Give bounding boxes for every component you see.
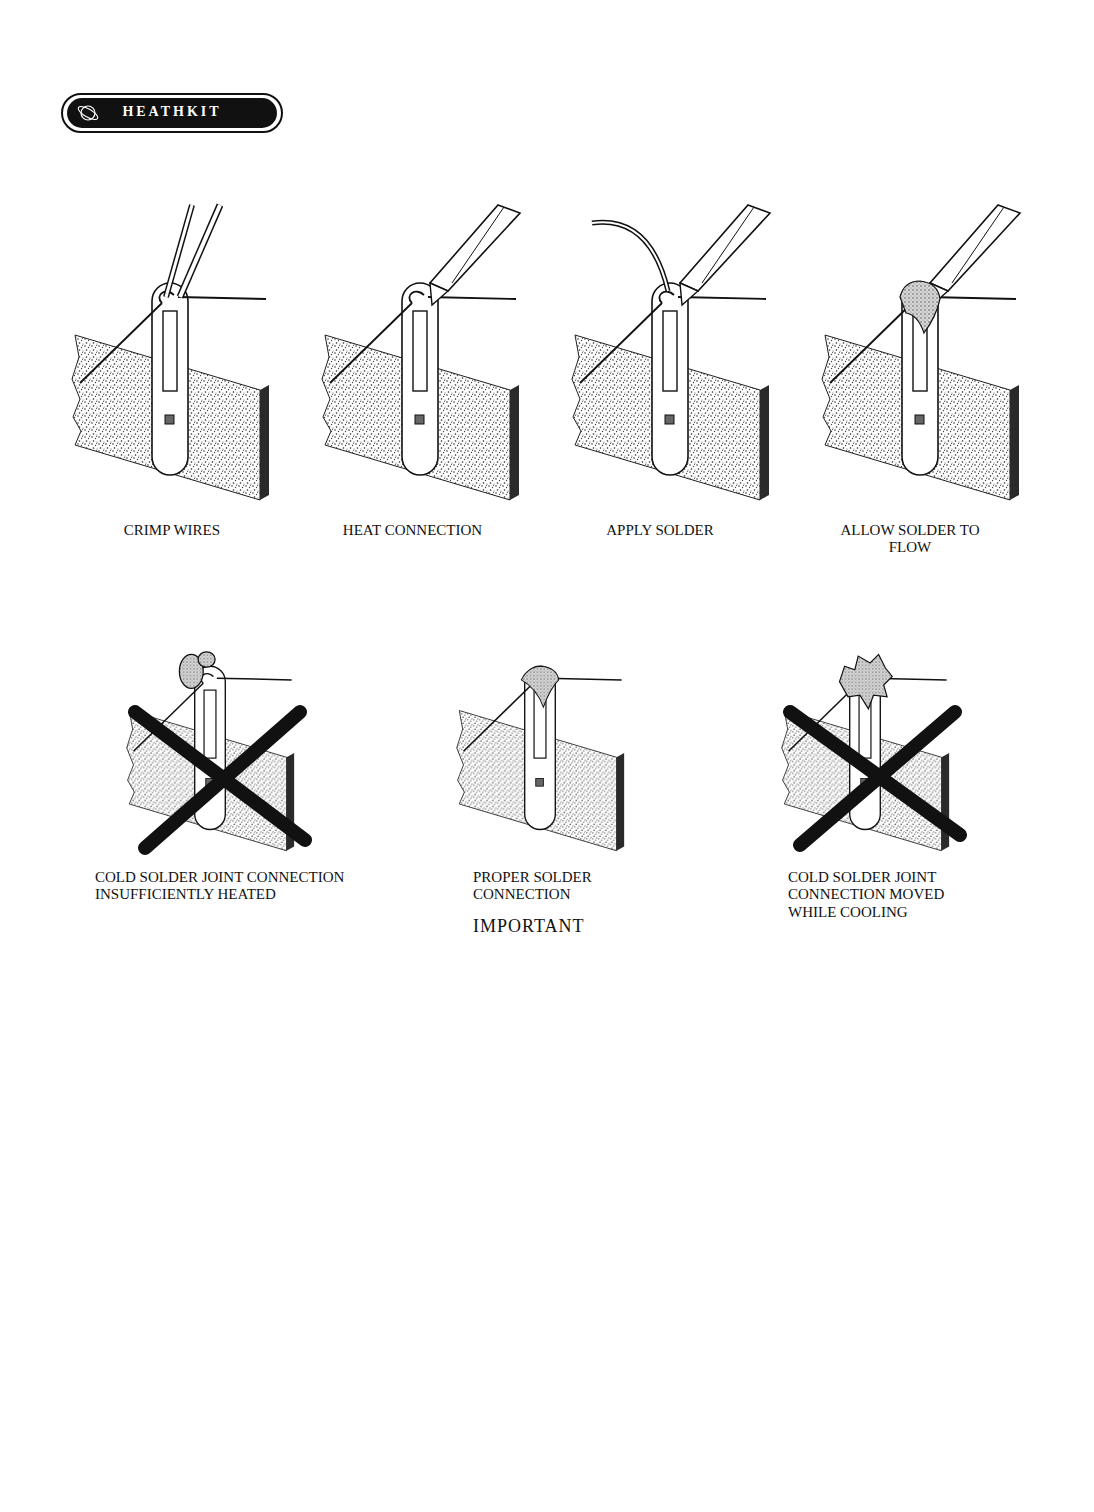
- crimp-panel: [72, 205, 269, 500]
- step-caption: APPLY SOLDER: [580, 522, 740, 539]
- moved-joint-panel: [782, 654, 949, 850]
- step-caption: CRIMP WIRES: [92, 522, 252, 539]
- warning-caption: COLD SOLDER JOINT CONNECTION MOVED WHILE…: [788, 869, 973, 921]
- important-note: IMPORTANT: [473, 916, 633, 937]
- flow-panel: [822, 205, 1020, 500]
- heat-panel: [322, 205, 520, 500]
- proper-joint-panel: [457, 666, 624, 850]
- logo-badge: [62, 94, 282, 132]
- apply-solder-panel: [572, 205, 770, 500]
- reject-mark: [135, 712, 960, 848]
- brand-logo-text: HEATHKIT: [67, 104, 277, 120]
- warning-caption: COLD SOLDER JOINT CONNECTION INSUFFICIEN…: [95, 869, 355, 904]
- good-caption: PROPER SOLDER CONNECTION: [473, 869, 623, 904]
- step-caption: HEAT CONNECTION: [325, 522, 500, 539]
- step-caption: ALLOW SOLDER TO FLOW: [835, 522, 985, 557]
